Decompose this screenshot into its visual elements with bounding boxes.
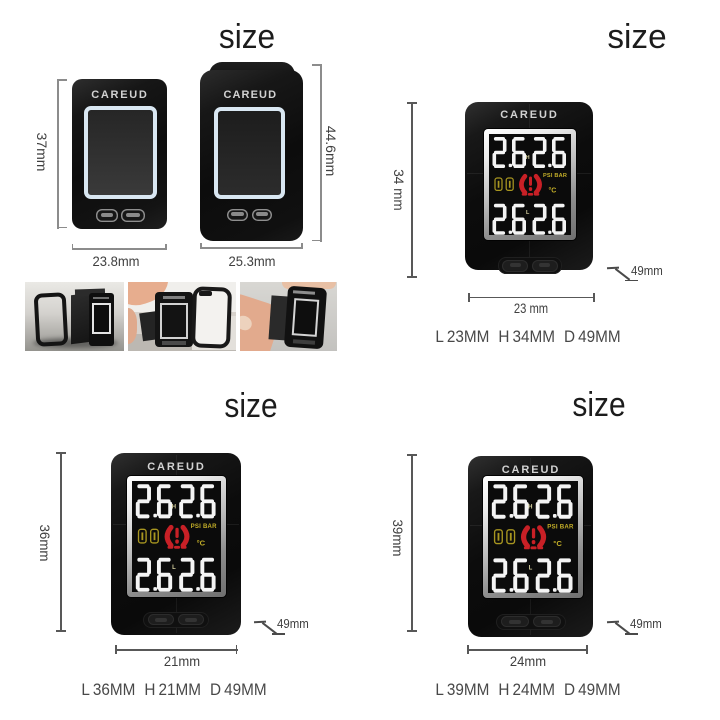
svg-text:H: H: [526, 155, 530, 161]
svg-text:L: L: [172, 565, 176, 571]
svg-text:°C: °C: [197, 538, 206, 547]
svg-text:H: H: [528, 505, 532, 511]
svg-text:L: L: [529, 566, 533, 572]
svg-text:PSI BAR: PSI BAR: [547, 524, 574, 531]
svg-text:L: L: [526, 210, 530, 216]
svg-text:°C: °C: [553, 539, 562, 548]
svg-text:PSI BAR: PSI BAR: [191, 523, 218, 530]
svg-text:H: H: [172, 504, 176, 510]
svg-text:PSI BAR: PSI BAR: [543, 173, 567, 179]
svg-text:°C: °C: [549, 187, 557, 195]
